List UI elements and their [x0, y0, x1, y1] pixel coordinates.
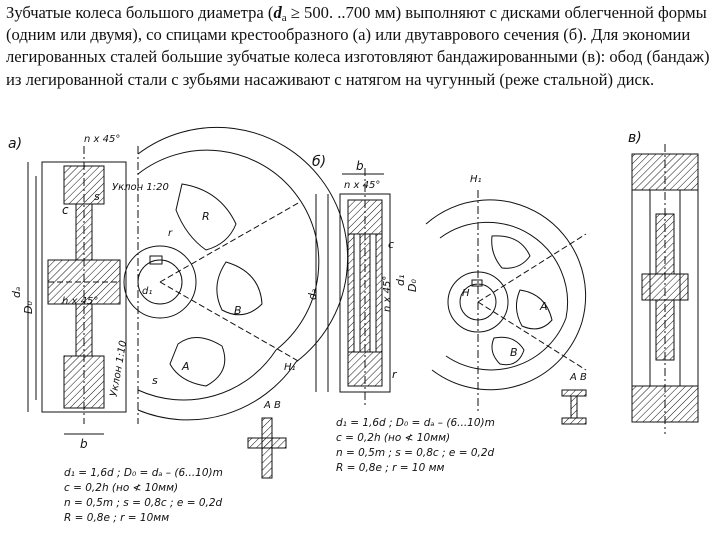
dim-b-H: H	[462, 288, 470, 299]
figure-c-section	[631, 144, 699, 434]
figure-a: а) dₐ D₀ b c s s n x 45°	[8, 126, 349, 524]
dim-b-H1: H₁	[470, 174, 482, 185]
formula-b-1: d₁ = 1,6d ; D₀ = dₐ – (6...10)m	[336, 417, 495, 429]
dim-b-r: r	[392, 368, 398, 381]
formula-a-1: d₁ = 1,6d ; D₀ = dₐ – (6...10)m	[64, 467, 223, 479]
dim-b-A: A	[539, 300, 548, 313]
figure-b-section	[339, 168, 391, 408]
chamfer-a-hub: h x 45°	[62, 296, 98, 307]
figure-b-front-view	[425, 190, 587, 414]
caption-text-start: Зубчатые колеса большого диаметра (	[6, 3, 274, 22]
dim-a-b: b	[80, 437, 88, 451]
section-a-cross	[247, 417, 287, 479]
section-b-label: А В	[569, 372, 587, 383]
dim-b-b: b	[356, 159, 364, 173]
dim-b-da: dₐ	[306, 289, 319, 300]
chamfer-a-top: n x 45°	[84, 134, 120, 145]
chamfer-b-mid: n x 45°	[382, 276, 393, 312]
formula-b-2: c = 0,2h (но ≮ 10мм)	[336, 432, 450, 444]
dim-a-c: c	[62, 203, 69, 217]
chamfer-b-top: n x 45°	[344, 180, 380, 191]
formula-b-4: R = 0,8e ; r = 10 мм	[336, 462, 445, 474]
figure-c: в)	[628, 130, 699, 434]
figure-b-label: б)	[312, 154, 326, 170]
caption-text-end: ≥ 500. ..700 мм) выполняют с дисками обл…	[6, 3, 710, 89]
dim-a-d0: D₀	[22, 301, 35, 314]
dim-b-d0: D₀	[406, 279, 419, 292]
figure-a-section	[41, 146, 127, 424]
gear-drawings: а) dₐ D₀ b c s s n x 45°	[8, 126, 699, 524]
dim-b-B: B	[510, 346, 518, 359]
dim-a-d1: d₁	[142, 286, 152, 297]
caption-subscript: a	[281, 12, 287, 24]
formula-a-4: R = 0,8e ; r = 10мм	[64, 512, 169, 524]
dim-a-H1: H₁	[284, 362, 296, 373]
dim-a-s-top: s	[94, 190, 100, 203]
figure-a-front-view	[123, 126, 349, 424]
dim-a-B: B	[234, 304, 242, 317]
formula-a-3: n = 0,5m ; s = 0,8c ; e = 0,2d	[64, 497, 223, 509]
dim-b-d1: d₁	[394, 275, 407, 286]
caption-symbol: d	[273, 3, 282, 22]
dim-b-c: c	[388, 238, 394, 251]
dim-a-da: dₐ	[10, 287, 23, 298]
slope-a-top: Уклон 1:20	[112, 182, 169, 193]
section-a-label: А В	[263, 400, 281, 411]
section-b-ibeam	[561, 389, 587, 425]
dim-a-r: r	[168, 228, 173, 239]
formula-a-2: c = 0,2h (но ≮ 10мм)	[64, 482, 178, 494]
figure-c-label: в)	[628, 130, 642, 146]
formula-b-3: n = 0,5m ; s = 0,8c ; e = 0,2d	[336, 447, 495, 459]
figure-b: б) b n x 45° n x 45° c r dₐ d₁ D₀	[306, 154, 587, 474]
dim-a-R: R	[202, 210, 210, 223]
caption-paragraph: Зубчатые колеса большого диаметра (da ≥ …	[6, 2, 716, 91]
dim-a-A: A	[181, 360, 190, 373]
figure-a-label: а)	[8, 136, 22, 152]
dim-a-s-bottom: s	[152, 374, 158, 387]
